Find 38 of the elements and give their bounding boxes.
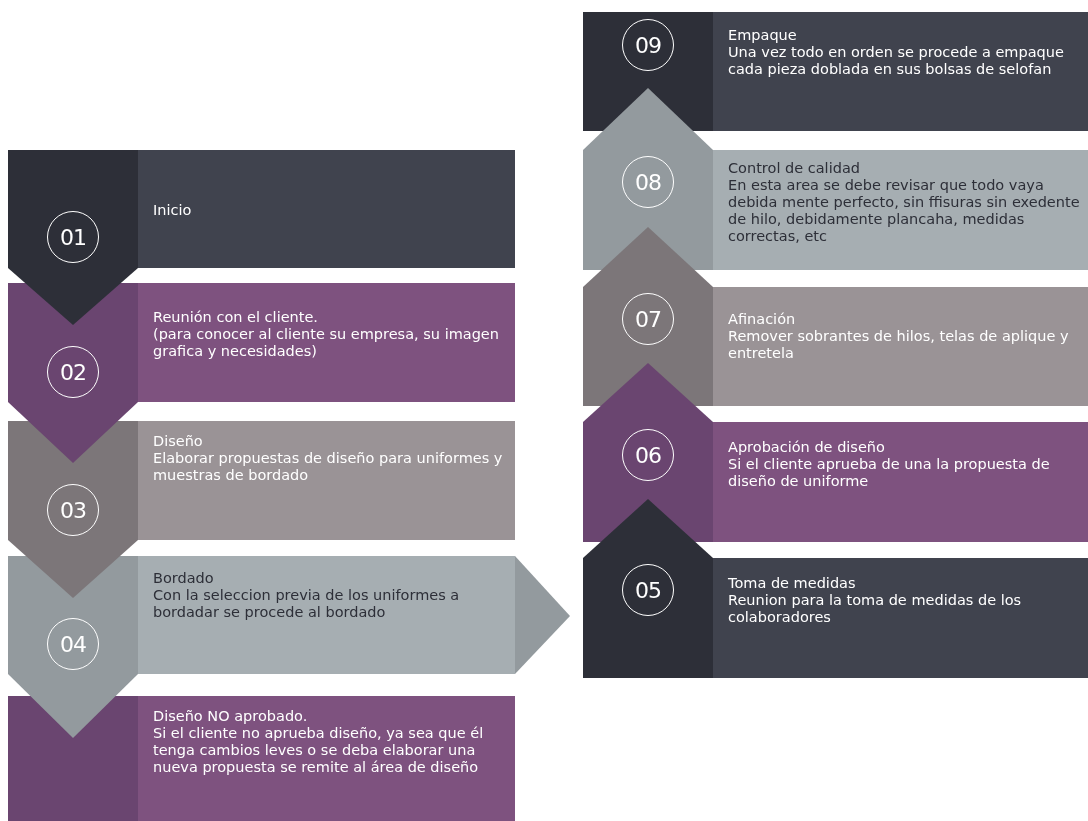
step-description: Si el cliente no aprueba diseño, ya sea que él tenga cambios leves o se deba elaborar una nueva propuesta se remite al área de diseño	[153, 725, 485, 776]
step-band	[8, 150, 515, 268]
step-band	[8, 556, 515, 674]
chevron-arrow	[8, 674, 138, 738]
step-description: Una vez todo en orden se procede a empaque cada pieza doblada en sus bolsas de selofan	[728, 44, 1065, 78]
step-band	[583, 12, 1088, 131]
step-title: Diseño NO aprobado.	[153, 708, 309, 725]
step-title: Afinación	[728, 311, 797, 328]
step-title: Empaque	[728, 27, 798, 44]
step-title: Toma de medidas	[728, 575, 857, 592]
step-band	[583, 150, 1088, 270]
chevron-arrow	[515, 556, 570, 674]
step-band	[8, 283, 515, 402]
chevron-arrow	[583, 499, 713, 558]
step-band	[583, 422, 1088, 542]
chevron-arrow	[8, 540, 138, 598]
step-title: Bordado	[153, 570, 215, 587]
chevron-arrow	[583, 363, 713, 422]
chevron-arrow	[8, 268, 138, 325]
step-title: Reunión con el cliente.	[153, 309, 319, 326]
step-title: Control de calidad	[728, 160, 861, 177]
step-description: Remover sobrantes de hilos, telas de aplique y entretela	[728, 328, 1070, 362]
step-description: Si el cliente aprueba de una la propuesta de diseño de uniforme	[728, 456, 1051, 490]
step-description: Elaborar propuestas de diseño para uniformes y muestras de bordado	[153, 450, 504, 484]
chevron-arrow	[583, 88, 713, 150]
step-description: En esta area se debe revisar que todo vaya debida mente perfecto, sin ffisuras sin exedente de hilo, debidamente plancaha, medidas correctas, etc	[728, 177, 1081, 245]
step-title: Diseño	[153, 433, 204, 450]
step-description: Con la seleccion previa de los uniformes a bordadar se procede al bordado	[153, 587, 461, 621]
step-title: Inicio	[153, 202, 193, 219]
step-band	[583, 287, 1088, 406]
chevron-arrow	[583, 227, 713, 287]
step-title: Aprobación de diseño	[728, 439, 886, 456]
step-band	[8, 421, 515, 540]
step-band	[583, 558, 1088, 678]
step-description: Reunion para la toma de medidas de los colaboradores	[728, 592, 1023, 626]
step-description: (para conocer al cliente su empresa, su imagen grafica y necesidades)	[153, 326, 500, 360]
step-band	[8, 696, 515, 821]
chevron-arrow	[8, 402, 138, 463]
